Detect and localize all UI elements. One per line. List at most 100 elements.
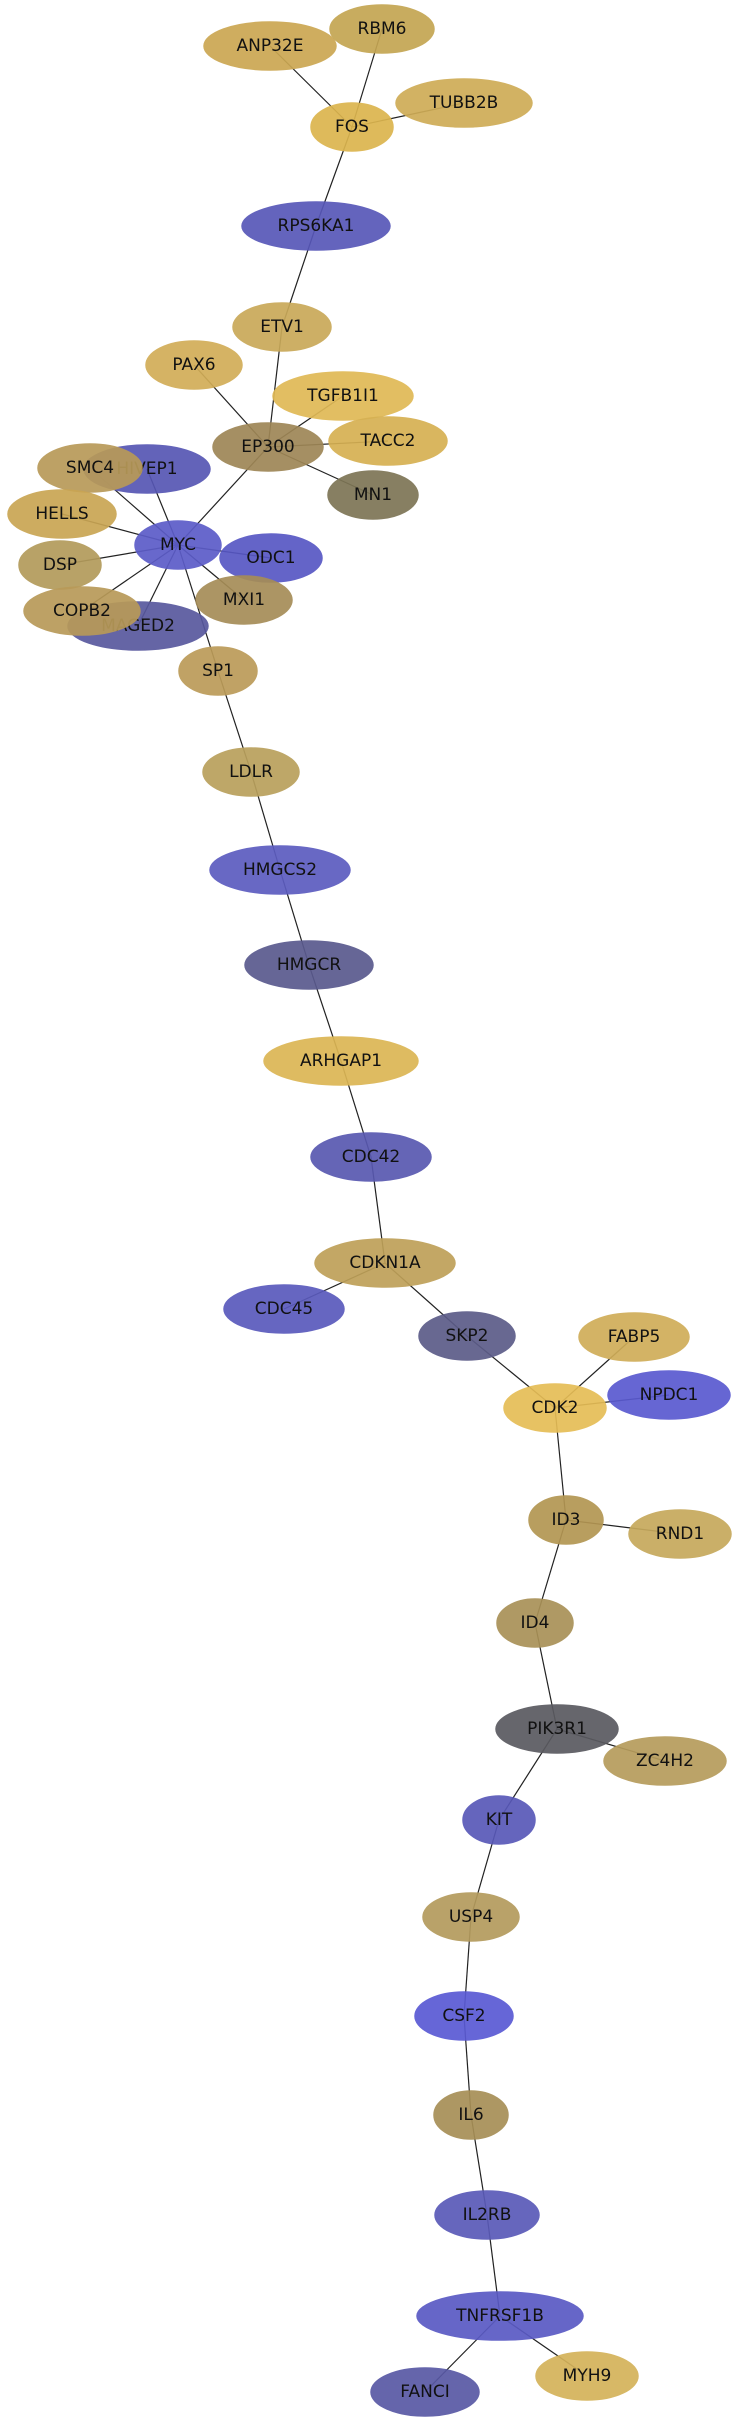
node-label: MYC <box>160 535 196 555</box>
node-csf2[interactable]: CSF2 <box>414 1991 514 2041</box>
node-label: MN1 <box>354 485 392 505</box>
node-shape <box>434 2190 540 2240</box>
node-label: HELLS <box>35 504 88 524</box>
node-tnfrsf1b[interactable]: TNFRSF1B <box>416 2291 584 2341</box>
node-shape <box>314 1238 456 1288</box>
node-ldlr[interactable]: LDLR <box>202 747 300 797</box>
node-shape <box>496 1598 574 1648</box>
node-hells[interactable]: HELLS <box>7 489 117 539</box>
node-shape <box>310 1132 432 1182</box>
node-shape <box>535 2351 639 2401</box>
node-shape <box>310 102 394 152</box>
node-shape <box>223 1284 345 1334</box>
node-smc4[interactable]: SMC4 <box>37 443 143 493</box>
node-label: PIK3R1 <box>527 1719 587 1739</box>
node-hmgcr[interactable]: HMGCR <box>244 940 374 990</box>
node-shape <box>202 747 300 797</box>
node-rnd1[interactable]: RND1 <box>628 1509 732 1559</box>
node-cdkn1a[interactable]: CDKN1A <box>314 1238 456 1288</box>
node-usp4[interactable]: USP4 <box>422 1892 520 1942</box>
node-shape <box>433 2090 509 2140</box>
node-label: IL6 <box>458 2105 483 2125</box>
node-shape <box>327 470 419 520</box>
node-fos[interactable]: FOS <box>310 102 394 152</box>
node-hmgcs2[interactable]: HMGCS2 <box>209 845 351 895</box>
node-tubb2b[interactable]: TUBB2B <box>395 78 533 128</box>
node-label: ID4 <box>521 1613 550 1633</box>
node-shape <box>23 586 141 636</box>
node-label: ANP32E <box>237 36 304 56</box>
node-shape <box>328 416 448 466</box>
node-label: DSP <box>43 555 77 575</box>
node-shape <box>578 1312 690 1362</box>
node-copb2[interactable]: COPB2 <box>23 586 141 636</box>
node-shape <box>203 21 337 71</box>
node-shape <box>145 340 243 390</box>
node-ep300[interactable]: EP300 <box>212 422 324 472</box>
node-cdk2[interactable]: CDK2 <box>503 1383 607 1433</box>
node-label: RPS6KA1 <box>278 216 355 236</box>
node-tacc2[interactable]: TACC2 <box>328 416 448 466</box>
node-label: MYH9 <box>563 2366 612 2386</box>
node-odc1[interactable]: ODC1 <box>219 533 323 583</box>
node-shape <box>370 2367 480 2417</box>
node-tgfb1i1[interactable]: TGFB1I1 <box>272 371 414 421</box>
node-pax6[interactable]: PAX6 <box>145 340 243 390</box>
node-sp1[interactable]: SP1 <box>178 646 258 696</box>
node-zc4h2[interactable]: ZC4H2 <box>603 1736 727 1786</box>
node-fabp5[interactable]: FABP5 <box>578 1312 690 1362</box>
node-rps6ka1[interactable]: RPS6KA1 <box>241 201 391 251</box>
node-shape <box>272 371 414 421</box>
node-label: TUBB2B <box>429 93 499 113</box>
node-label: FOS <box>335 117 369 137</box>
node-label: TACC2 <box>360 431 416 451</box>
node-cdc42[interactable]: CDC42 <box>310 1132 432 1182</box>
node-label: SMC4 <box>66 458 114 478</box>
node-shape <box>462 1795 536 1845</box>
node-pik3r1[interactable]: PIK3R1 <box>495 1704 619 1754</box>
node-label: EP300 <box>241 437 294 457</box>
node-shape <box>528 1495 604 1545</box>
node-il2rb[interactable]: IL2RB <box>434 2190 540 2240</box>
node-label: TGFB1I1 <box>306 386 379 406</box>
node-label: CDC45 <box>255 1299 313 1319</box>
node-label: FANCI <box>400 2382 449 2402</box>
node-kit[interactable]: KIT <box>462 1795 536 1845</box>
node-label: LDLR <box>229 762 273 782</box>
node-dsp[interactable]: DSP <box>18 540 102 590</box>
node-npdc1[interactable]: NPDC1 <box>607 1370 731 1420</box>
node-etv1[interactable]: ETV1 <box>232 302 332 352</box>
node-id3[interactable]: ID3 <box>528 1495 604 1545</box>
node-arhgap1[interactable]: ARHGAP1 <box>263 1036 419 1086</box>
node-shape <box>503 1383 607 1433</box>
node-mn1[interactable]: MN1 <box>327 470 419 520</box>
node-shape <box>603 1736 727 1786</box>
node-label: SP1 <box>202 661 234 681</box>
node-myc[interactable]: MYC <box>134 520 222 570</box>
node-label: CDK2 <box>532 1398 579 1418</box>
node-shape <box>7 489 117 539</box>
node-skp2[interactable]: SKP2 <box>418 1311 516 1361</box>
node-label: RND1 <box>656 1524 704 1544</box>
node-shape <box>241 201 391 251</box>
node-shape <box>263 1036 419 1086</box>
node-shape <box>37 443 143 493</box>
node-cdc45[interactable]: CDC45 <box>223 1284 345 1334</box>
node-shape <box>212 422 324 472</box>
node-id4[interactable]: ID4 <box>496 1598 574 1648</box>
node-label: HMGCS2 <box>243 860 317 880</box>
node-shape <box>416 2291 584 2341</box>
node-fanci[interactable]: FANCI <box>370 2367 480 2417</box>
node-rbm6[interactable]: RBM6 <box>329 4 435 54</box>
node-mxi1[interactable]: MXI1 <box>195 575 293 625</box>
node-shape <box>628 1509 732 1559</box>
node-label: HMGCR <box>277 955 341 975</box>
node-label: ZC4H2 <box>636 1751 694 1771</box>
node-myh9[interactable]: MYH9 <box>535 2351 639 2401</box>
node-shape <box>422 1892 520 1942</box>
node-label: NPDC1 <box>640 1385 699 1405</box>
node-il6[interactable]: IL6 <box>433 2090 509 2140</box>
node-label: ARHGAP1 <box>300 1051 382 1071</box>
node-anp32e[interactable]: ANP32E <box>203 21 337 71</box>
